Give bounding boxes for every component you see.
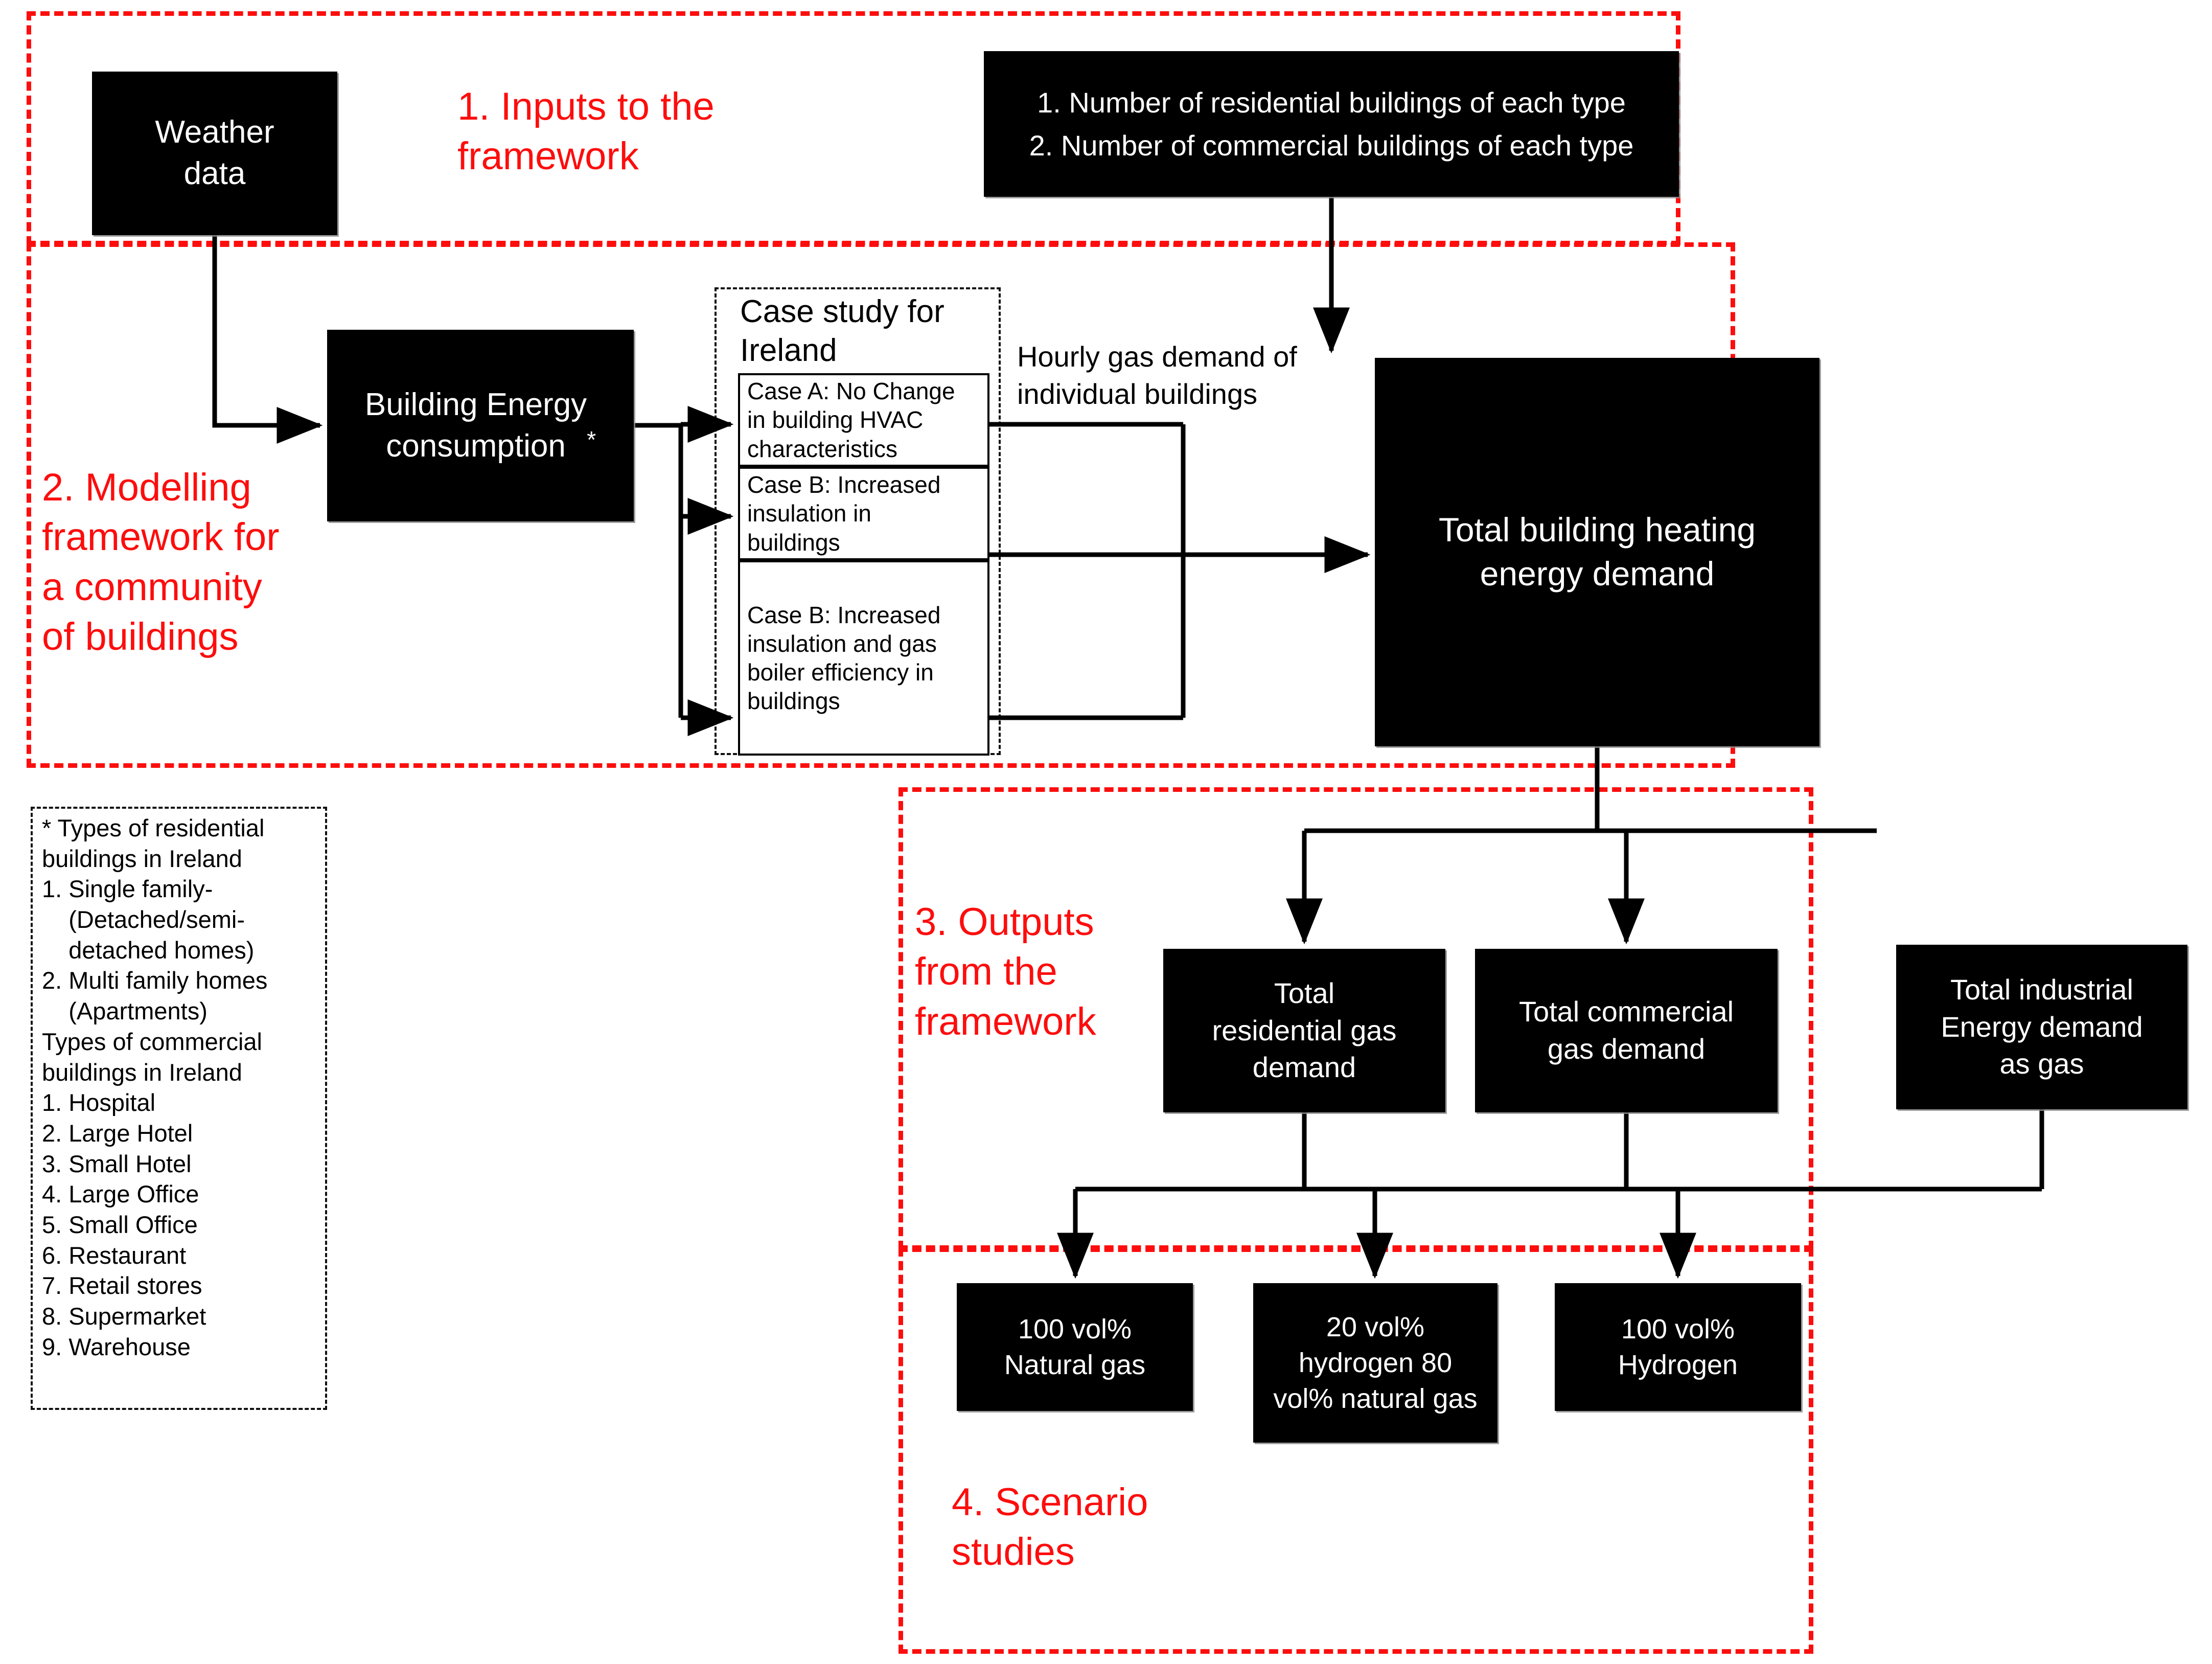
- box-building-energy-consumption[interactable]: Building Energy consumption*: [327, 330, 634, 521]
- annotation-hourly-gas-demand: Hourly gas demand of individual building…: [1017, 340, 1297, 410]
- legend-residential-item-4: (Apartments): [42, 997, 208, 1025]
- legend-frame: [31, 807, 327, 1410]
- legend-commercial-item-8: 9. Warehouse: [42, 1333, 191, 1360]
- legend-commercial-item-0: 1. Hospital: [42, 1089, 156, 1116]
- legend-residential-item-1: (Detached/semi-: [42, 906, 245, 933]
- box-scenario-blend[interactable]: 20 vol% hydrogen 80 vol% natural gas: [1253, 1283, 1497, 1443]
- case-box-b-insulation[interactable]: Case B: Increased insulation in building…: [738, 467, 989, 560]
- case-study-title: Case study for Ireland: [740, 294, 944, 368]
- legend-residential-heading-2: buildings in Ireland: [42, 845, 242, 872]
- box-building-energy-consumption-asterisk: *: [587, 426, 596, 453]
- box-scenario-natural-gas[interactable]: 100 vol% Natural gas: [957, 1283, 1193, 1411]
- legend-commercial-item-3: 4. Large Office: [42, 1180, 199, 1208]
- legend-commercial-item-2: 3. Small Hotel: [42, 1150, 192, 1177]
- box-building-counts[interactable]: 1. Number of residential buildings of ea…: [984, 51, 1679, 197]
- section-frame-scenarios: [898, 1247, 1813, 1654]
- box-total-building-heating[interactable]: Total building heating energy demand: [1375, 358, 1819, 746]
- legend-commercial-heading-2: buildings in Ireland: [42, 1058, 242, 1086]
- legend-commercial-item-5: 6. Restaurant: [42, 1241, 187, 1269]
- box-total-industrial-energy[interactable]: Total industrial Energy demand as gas: [1896, 945, 2187, 1109]
- legend-residential-item-2: detached homes): [42, 936, 255, 964]
- case-box-b-insulation-boiler[interactable]: Case B: Increased insulation and gas boi…: [738, 560, 989, 756]
- legend-residential-item-3: 2. Multi family homes: [42, 967, 268, 994]
- case-box-a[interactable]: Case A: No Change in building HVAC chara…: [738, 373, 989, 467]
- section-label-modelling: 2. Modelling framework for a community o…: [42, 466, 280, 658]
- box-building-energy-consumption-label: Building Energy consumption: [364, 386, 587, 464]
- box-scenario-hydrogen[interactable]: 100 vol% Hydrogen: [1555, 1283, 1801, 1411]
- legend-content: * Types of residential buildings in Irel…: [42, 813, 326, 1362]
- legend-residential-heading: * Types of residential: [42, 814, 265, 841]
- section-label-outputs: 3. Outputs from the framework: [915, 900, 1096, 1043]
- section-label-scenarios: 4. Scenario studies: [952, 1480, 1148, 1574]
- section-label-inputs: 1. Inputs to the framework: [457, 85, 715, 178]
- box-total-commercial-gas[interactable]: Total commercial gas demand: [1475, 949, 1778, 1112]
- box-weather-data[interactable]: Weather data: [92, 72, 337, 235]
- legend-commercial-item-4: 5. Small Office: [42, 1211, 198, 1238]
- legend-residential-item-0: 1. Single family-: [42, 875, 213, 903]
- legend-commercial-heading: Types of commercial: [42, 1028, 262, 1055]
- box-total-residential-gas[interactable]: Total residential gas demand: [1163, 949, 1445, 1112]
- legend-commercial-item-7: 8. Supermarket: [42, 1303, 206, 1330]
- legend-commercial-item-6: 7. Retail stores: [42, 1272, 202, 1300]
- legend-commercial-item-1: 2. Large Hotel: [42, 1119, 193, 1147]
